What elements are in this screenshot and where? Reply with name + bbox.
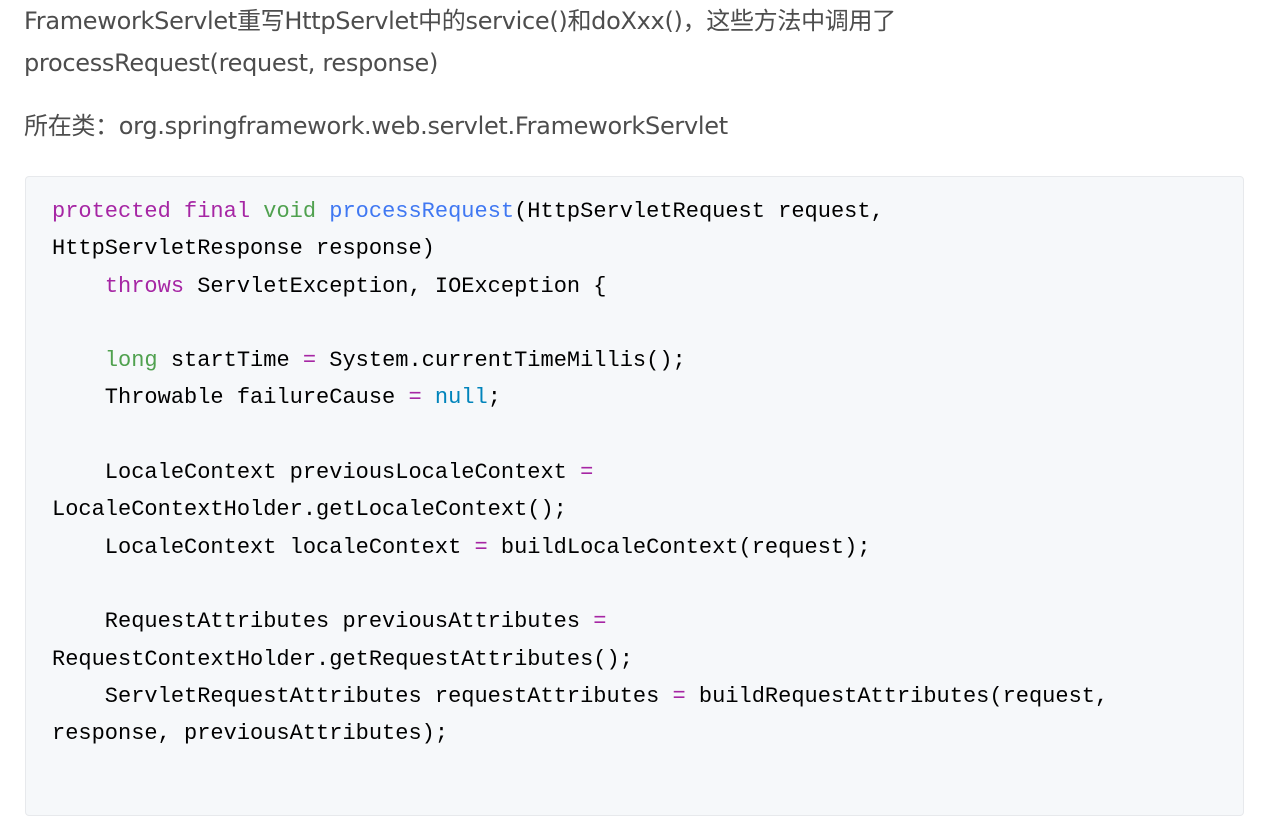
code-line: long startTime = System.currentTimeMilli…: [52, 342, 1243, 379]
code-token: Throwable failureCause: [52, 385, 409, 411]
code-token: LocaleContext localeContext: [52, 534, 475, 560]
code-token: [171, 199, 184, 224]
code-token: [52, 274, 105, 299]
code-line: LocaleContextHolder.getLocaleContext();: [52, 491, 1243, 528]
code-token: buildLocaleContext(request);: [487, 534, 871, 560]
code-token: throws: [104, 273, 185, 299]
code-token: [52, 348, 105, 373]
code-block[interactable]: protected final void processRequest(Http…: [25, 176, 1244, 816]
code-text: protected final void processRequest(Http…: [52, 193, 1243, 752]
code-token: RequestAttributes previousAttributes: [52, 609, 594, 635]
code-token: ServletRequestAttributes requestAttribut…: [52, 683, 673, 709]
code-token: =: [672, 683, 686, 709]
code-line: LocaleContext localeContext = buildLocal…: [52, 529, 1243, 566]
class-location-paragraph: 所在类：org.springframework.web.servlet.Fram…: [24, 112, 728, 140]
code-token: =: [593, 609, 607, 635]
code-token: buildRequestAttributes(request,: [685, 683, 1109, 709]
code-line: ServletRequestAttributes requestAttribut…: [52, 678, 1243, 715]
code-token: =: [580, 460, 594, 486]
intro-line-2: processRequest(request, response): [24, 49, 439, 77]
intro-paragraph: FrameworkServlet重写HttpServlet中的service()…: [24, 0, 896, 84]
code-token: void: [263, 199, 317, 224]
code-token: null: [434, 385, 488, 411]
code-content[interactable]: protected final void processRequest(Http…: [26, 177, 1243, 752]
code-line: response, previousAttributes);: [52, 715, 1243, 752]
code-line: [52, 417, 1243, 454]
code-line: RequestContextHolder.getRequestAttribute…: [52, 641, 1243, 678]
code-line: [52, 566, 1243, 603]
code-line: [52, 305, 1243, 342]
intro-line-1: FrameworkServlet重写HttpServlet中的service()…: [24, 7, 896, 35]
code-line: RequestAttributes previousAttributes =: [52, 603, 1243, 640]
code-token: System.currentTimeMillis();: [316, 348, 686, 374]
code-token: long: [104, 348, 158, 374]
code-token: ;: [487, 385, 501, 411]
code-line: Throwable failureCause = null;: [52, 379, 1243, 416]
code-token: =: [408, 385, 422, 411]
code-token: (HttpServletRequest request,: [514, 199, 884, 224]
code-token: =: [302, 348, 317, 374]
code-token: response, previousAttributes);: [52, 721, 449, 747]
code-line: LocaleContext previousLocaleContext =: [52, 454, 1243, 491]
code-token: [250, 199, 263, 224]
code-token: HttpServletResponse response): [52, 236, 435, 262]
code-token: processRequest: [329, 199, 515, 224]
code-token: protected: [52, 199, 171, 224]
code-token: [316, 199, 329, 224]
code-token: final: [184, 199, 251, 224]
code-token: ServletException, IOException {: [184, 273, 607, 299]
code-token: startTime: [157, 348, 303, 374]
code-token: =: [474, 534, 488, 560]
code-line: protected final void processRequest(Http…: [52, 193, 1243, 230]
code-token: LocaleContextHolder.getLocaleContext();: [52, 497, 567, 523]
code-line: throws ServletException, IOException {: [52, 268, 1243, 305]
code-line: HttpServletResponse response): [52, 230, 1243, 267]
code-token: LocaleContext previousLocaleContext: [52, 460, 581, 486]
code-token: RequestContextHolder.getRequestAttribute…: [52, 646, 633, 672]
code-token: [422, 385, 435, 410]
